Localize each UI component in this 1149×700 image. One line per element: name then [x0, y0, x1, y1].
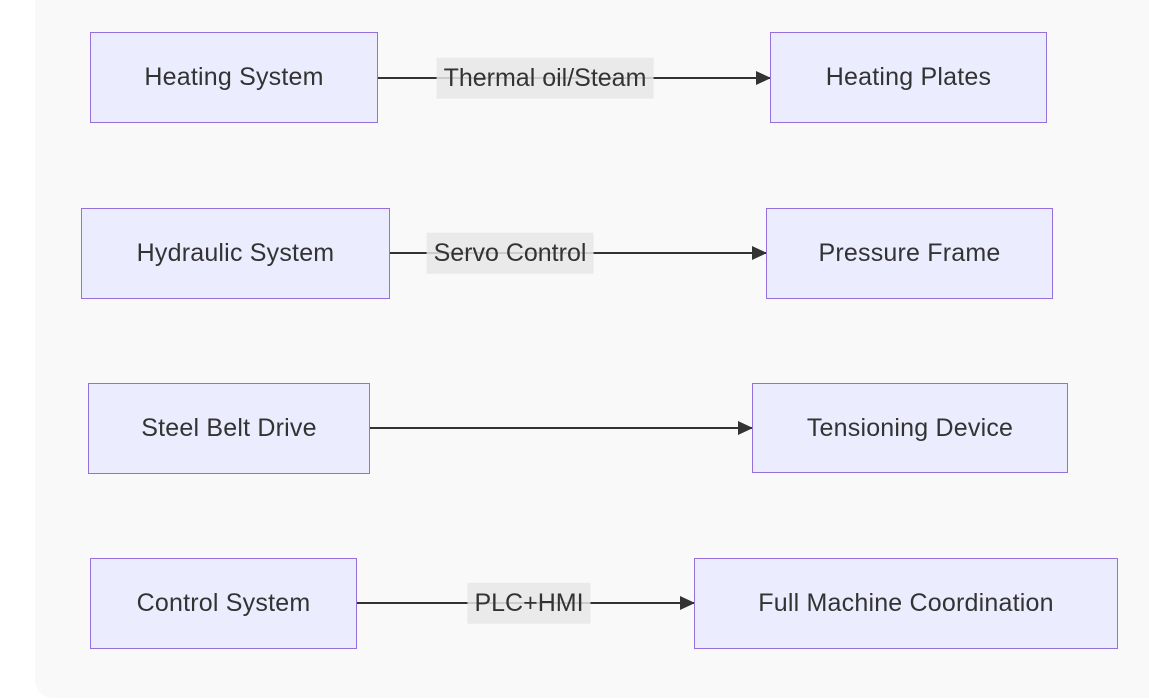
edge-heating-system-to-heating-plates: Thermal oil/Steam — [378, 57, 771, 99]
edge-label: PLC+HMI — [467, 582, 591, 624]
arrowhead-icon — [752, 246, 767, 260]
arrowhead-icon — [756, 71, 771, 85]
node-label: Heating Plates — [825, 63, 992, 91]
node-heating-plates: Heating Plates — [770, 32, 1047, 123]
node-tensioning-device: Tensioning Device — [752, 383, 1068, 473]
edge-control-system-to-full-machine-coordination: PLC+HMI — [357, 582, 695, 624]
edge-hydraulic-system-to-pressure-frame: Servo Control — [390, 232, 767, 274]
node-label: Pressure Frame — [818, 239, 1001, 267]
edge-label: Servo Control — [426, 232, 594, 274]
node-full-machine-coordination: Full Machine Coordination — [694, 558, 1118, 649]
node-label: Heating System — [144, 63, 324, 91]
node-steel-belt-drive: Steel Belt Drive — [88, 383, 370, 474]
edge-steel-belt-drive-to-tensioning-device — [370, 421, 753, 435]
node-control-system: Control System — [90, 558, 357, 649]
node-label: Control System — [136, 589, 311, 617]
node-label: Full Machine Coordination — [758, 589, 1054, 617]
node-label: Steel Belt Drive — [141, 414, 317, 442]
node-label: Hydraulic System — [136, 239, 335, 267]
arrowhead-icon — [738, 421, 753, 435]
node-hydraulic-system: Hydraulic System — [81, 208, 390, 299]
node-pressure-frame: Pressure Frame — [766, 208, 1053, 299]
node-heating-system: Heating System — [90, 32, 378, 123]
arrowhead-icon — [680, 596, 695, 610]
node-label: Tensioning Device — [806, 413, 1014, 442]
edge-label: Thermal oil/Steam — [436, 57, 654, 99]
